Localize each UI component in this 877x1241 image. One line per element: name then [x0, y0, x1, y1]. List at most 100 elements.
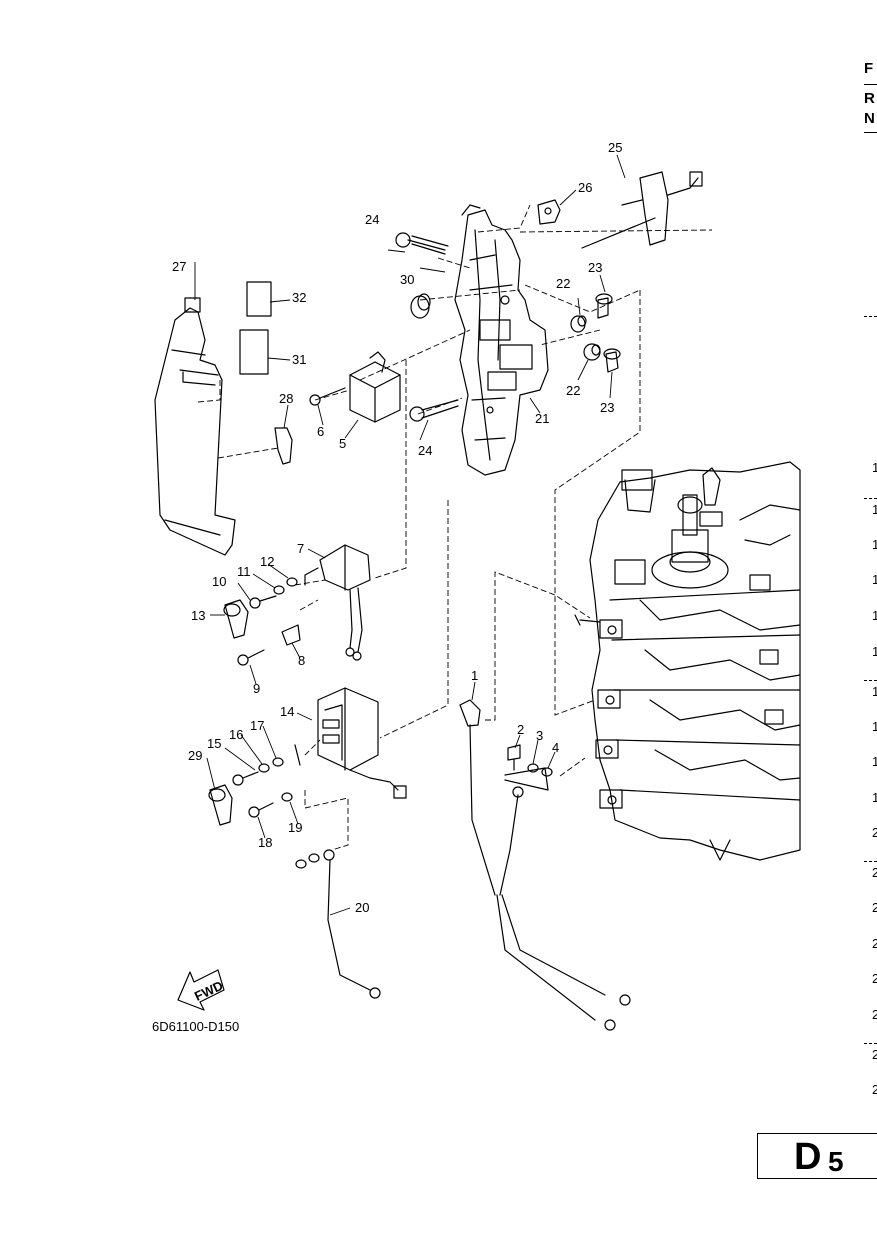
- dashed-reference-lines: [197, 204, 713, 851]
- edge-number: 2: [872, 971, 877, 986]
- callout-16: 16: [229, 727, 243, 742]
- callout-24-upper: 24: [365, 212, 379, 227]
- washer-11: [273, 585, 285, 595]
- edge-number: 2: [872, 1082, 877, 1097]
- grommet-30: [410, 293, 431, 319]
- page-code-box: D 5: [757, 1133, 877, 1179]
- cover-27: [154, 297, 236, 556]
- holder-26: [537, 199, 561, 225]
- edge-number: 1: [872, 644, 877, 659]
- edge-number: 2: [872, 900, 877, 915]
- callout-11: 11: [237, 564, 251, 579]
- screw-9: [237, 649, 265, 666]
- bolt-24-upper: [395, 232, 449, 255]
- callout-25: 25: [608, 140, 622, 155]
- page-code-digit: 5: [828, 1146, 844, 1177]
- edge-number: 2: [872, 1047, 877, 1062]
- callout-27: 27: [172, 259, 186, 274]
- edge-dash: [864, 316, 877, 317]
- washer-16: [258, 763, 270, 773]
- callout-22-upper: 22: [556, 276, 570, 291]
- callout-14: 14: [280, 704, 294, 719]
- edge-number: 1: [872, 537, 877, 552]
- bushing-22-upper: [570, 315, 587, 333]
- cdi-unit-14: [294, 687, 407, 799]
- callout-32: 32: [292, 290, 306, 305]
- engine-block: [574, 461, 801, 861]
- edge-number: 2: [872, 1007, 877, 1022]
- ignition-coil-7: [304, 544, 371, 661]
- clamp-25: [581, 171, 703, 249]
- edge-number: 1: [872, 719, 877, 734]
- callout-21: 21: [535, 411, 549, 426]
- edge-rule: [864, 84, 877, 85]
- washer-4: [541, 767, 553, 777]
- callout-4: 4: [552, 740, 559, 755]
- edge-number: 1: [872, 684, 877, 699]
- callout-5: 5: [339, 436, 346, 451]
- edge-number: 1: [872, 790, 877, 805]
- washer-12: [286, 577, 298, 587]
- callout-12: 12: [260, 554, 274, 569]
- relay-5: [349, 351, 401, 423]
- edge-number: 1: [872, 608, 877, 623]
- callout-30: 30: [400, 272, 414, 287]
- figure-code: 6D61100-D150: [152, 1019, 240, 1034]
- bolt-2: [507, 744, 521, 771]
- callout-23-lower: 23: [600, 400, 614, 415]
- label-32: [246, 281, 272, 317]
- callout-2: 2: [517, 722, 524, 737]
- callout-22-lower: 22: [566, 383, 580, 398]
- edge-dash: [864, 680, 877, 681]
- edge-header-0: F: [864, 60, 874, 77]
- callout-10: 10: [212, 574, 226, 589]
- callout-3: 3: [536, 728, 543, 743]
- label-31: [239, 329, 269, 375]
- callout-13: 13: [191, 608, 205, 623]
- callout-9: 9: [253, 681, 260, 696]
- collar-23-upper: [595, 293, 613, 319]
- page-code-letter: D: [794, 1136, 822, 1178]
- edge-dash: [864, 1043, 877, 1044]
- clip-8: [281, 624, 301, 646]
- callout-28: 28: [279, 391, 293, 406]
- edge-number: 1: [872, 460, 877, 475]
- fwd-arrow: [177, 969, 225, 1011]
- callout-8: 8: [298, 653, 305, 668]
- callout-18: 18: [258, 835, 272, 850]
- edge-number: 1: [872, 572, 877, 587]
- washer-17: [272, 757, 284, 767]
- cap-29: [208, 784, 233, 826]
- edge-number: 2: [872, 865, 877, 880]
- washer-19: [281, 792, 293, 802]
- fwd-label: FWD: [192, 978, 225, 1004]
- bolt-24-lower: [409, 399, 459, 422]
- edge-number: 2: [872, 825, 877, 840]
- collar-23-lower: [603, 348, 621, 373]
- screw-18: [248, 802, 274, 818]
- callout-17: 17: [250, 718, 264, 733]
- edge-dash: [864, 861, 877, 862]
- callout-23-upper: 23: [588, 260, 602, 275]
- callout-31: 31: [292, 352, 306, 367]
- edge-header-2: N: [864, 110, 875, 127]
- edge-number: 1: [872, 502, 877, 517]
- callout-20: 20: [355, 900, 369, 915]
- callout-labels: 1 2 3 4 5 6 7 8 9 10 11 12 13 14 15 16 1…: [172, 140, 622, 1004]
- edge-header-1: R: [864, 90, 875, 107]
- callout-29: 29: [188, 748, 202, 763]
- screw-15: [232, 771, 259, 786]
- lead-wire-20: [295, 849, 381, 999]
- bushing-22-lower: [583, 343, 601, 361]
- edge-number: 2: [872, 936, 877, 951]
- screw-10: [249, 595, 277, 609]
- callout-1: 1: [471, 668, 478, 683]
- callout-26: 26: [578, 180, 592, 195]
- leader-lines: [194, 154, 626, 916]
- edge-dash: [864, 498, 877, 499]
- edge-rule: [864, 132, 877, 133]
- callout-6: 6: [317, 424, 324, 439]
- callout-7: 7: [297, 541, 304, 556]
- bracket-21: [454, 204, 549, 476]
